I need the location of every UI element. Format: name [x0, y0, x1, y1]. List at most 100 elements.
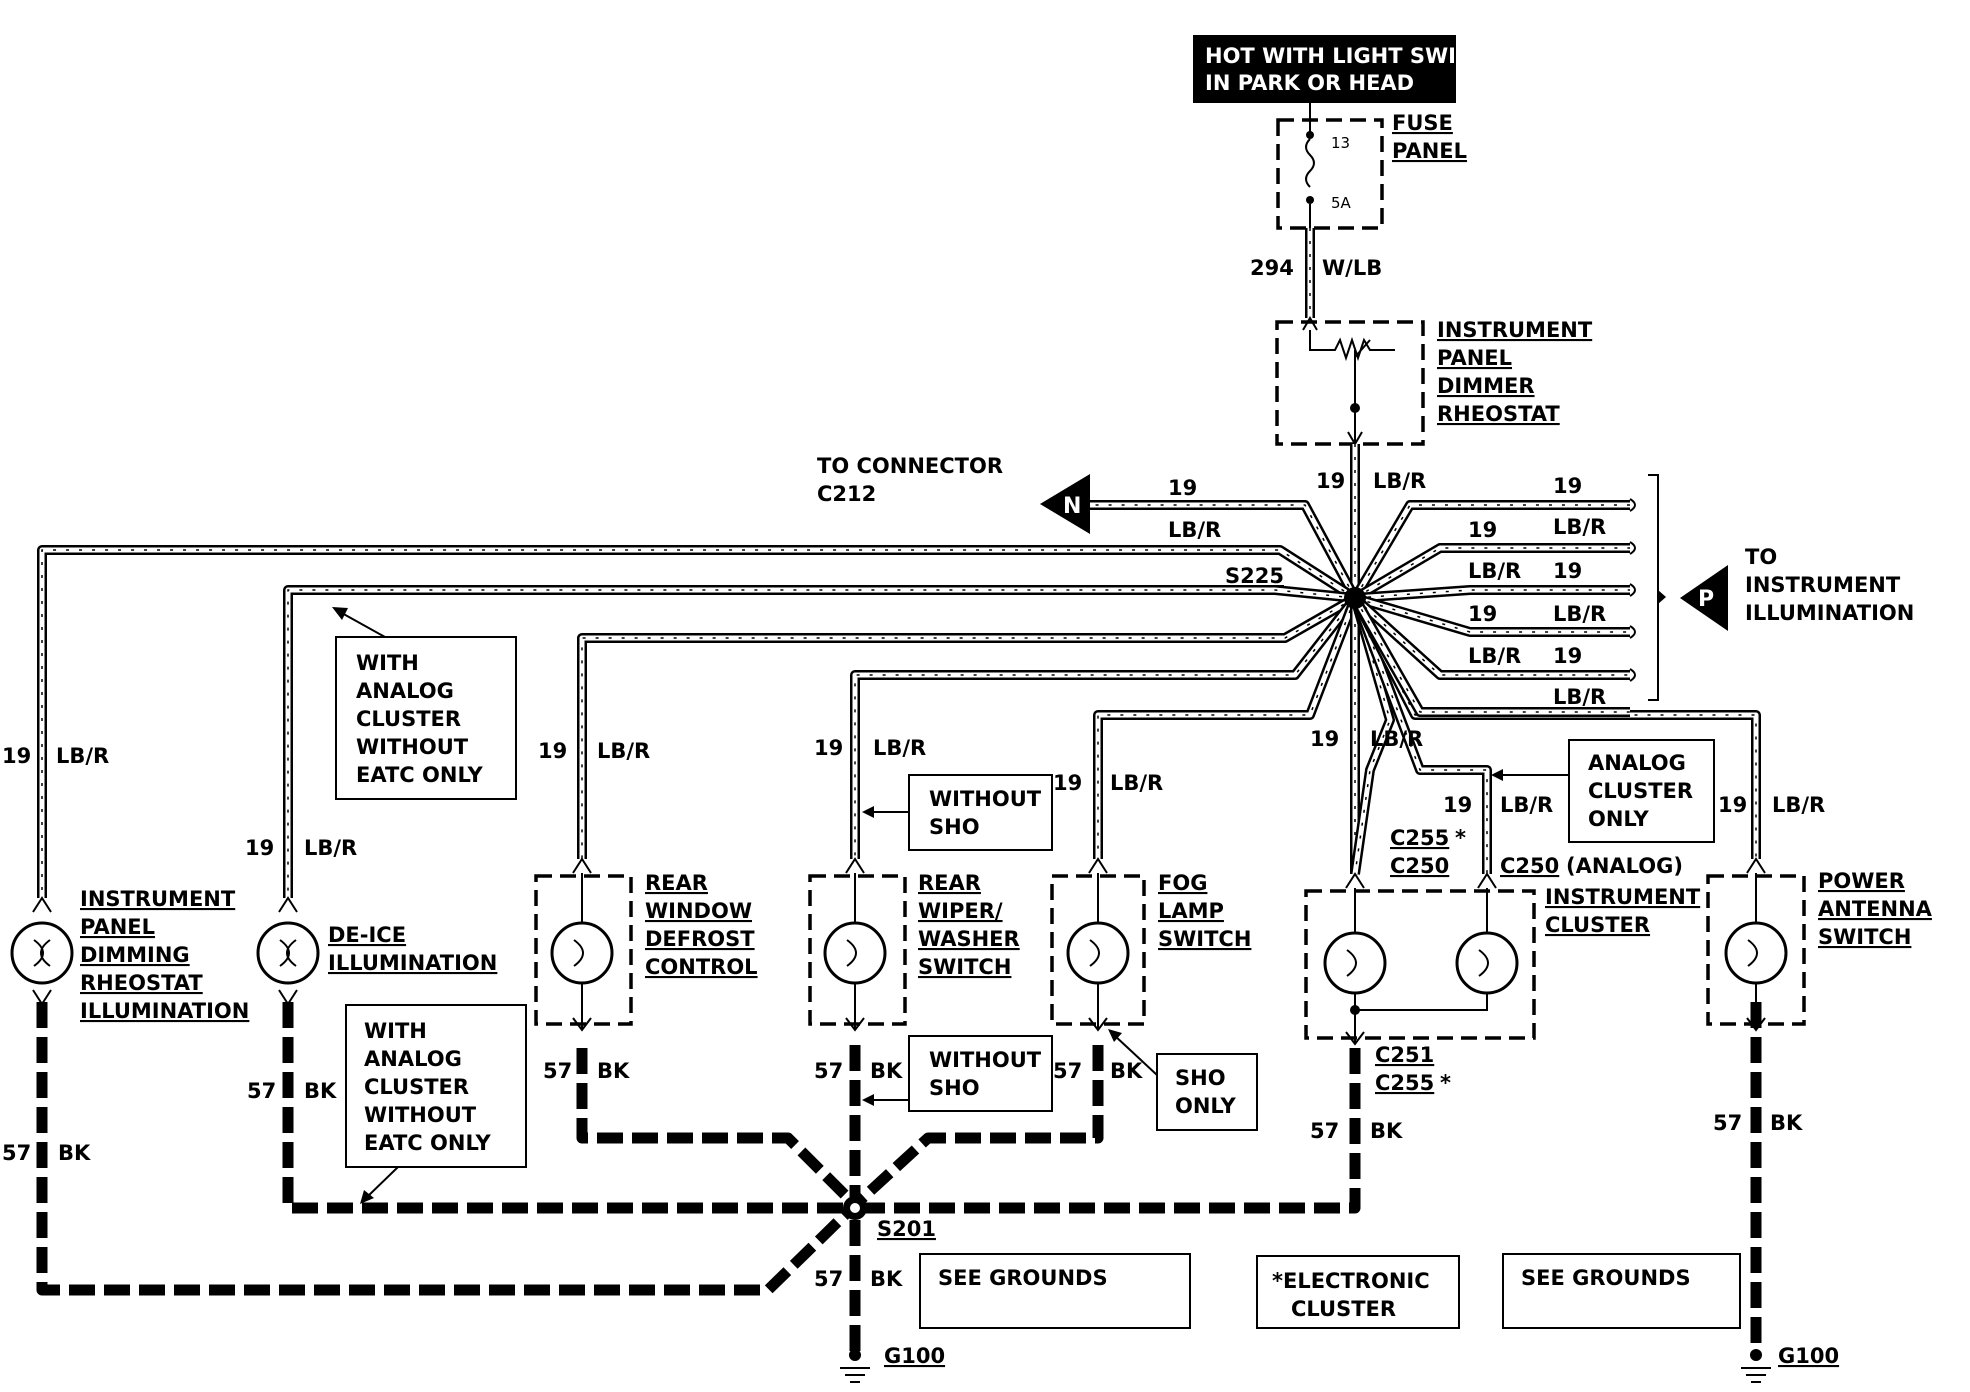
wire-p4-color: LB/R — [1553, 602, 1606, 626]
note-analog-top-4: WITHOUT — [356, 735, 469, 759]
wire-antenna-circuit: 19 — [1718, 793, 1747, 817]
note-aco-3: ONLY — [1588, 807, 1650, 831]
ground-right-label: G100 — [1778, 1344, 1839, 1368]
wire-end-curl-1 — [1629, 498, 1636, 512]
note-analog-top-3: CLUSTER — [356, 707, 461, 731]
wire-end-curl-3 — [1629, 583, 1636, 597]
wire-cluster-color: LB/R — [1370, 727, 1423, 751]
wire-p3-color: LB/R — [1468, 559, 1521, 583]
antenna-label-1: POWER — [1818, 869, 1905, 893]
wiper-label-2: WIPER/ — [918, 899, 1003, 923]
rear-defrost-switch — [534, 857, 633, 1032]
cluster-connector-labels: C255 * C250 C250 (ANALOG) C251 C255 * — [1375, 826, 1683, 1095]
wire-defrost-circuit: 19 — [538, 739, 567, 763]
ip-dimming-illumination-bulb — [10, 896, 74, 1006]
cluster-label-2: CLUSTER — [1545, 913, 1650, 937]
c255-bottom-star: * — [1440, 1071, 1451, 1095]
hot-note-line-1: HOT WITH LIGHT SWITCH — [1205, 44, 1503, 68]
ground-symbol-left: G100 — [840, 1344, 945, 1383]
wire-labels-top: 19 LB/R 19 LB/R 19 LB/R 19 LB/R 19 19 LB… — [1168, 469, 1606, 709]
wire-wiper-color: LB/R — [873, 736, 926, 760]
lb-r-wires — [37, 444, 1761, 898]
wire-cluster2-circuit: 19 — [1443, 793, 1472, 817]
wire-p3 — [1354, 585, 1630, 603]
see-grounds-1-text: SEE GROUNDS — [938, 1266, 1108, 1290]
wire-to-n — [1090, 500, 1360, 601]
connector-p: P TO INSTRUMENT ILLUMINATION — [1648, 474, 1914, 701]
fog-lamp-switch — [1050, 857, 1146, 1032]
note-analog-bottom-5: EATC ONLY — [364, 1131, 492, 1155]
hot-note: HOT WITH LIGHT SWITCH IN PARK OR HEAD — [1193, 35, 1503, 103]
dimmer-label-4: RHEOSTAT — [1437, 402, 1560, 426]
defrost-label-4: CONTROL — [645, 955, 758, 979]
ipd-label-4: RHEOSTAT — [80, 971, 203, 995]
wire-cluster-circuit: 19 — [1310, 727, 1339, 751]
dimmer-label-3: DIMMER — [1437, 374, 1535, 398]
rear-wiper-washer-switch — [808, 857, 907, 1032]
wire-trunk-color: LB/R — [1373, 469, 1426, 493]
fog-label-2: LAMP — [1158, 899, 1224, 923]
deice-illumination-bulb — [256, 896, 320, 1006]
ipd-label-2: PANEL — [80, 915, 155, 939]
connector-p-letter: P — [1698, 587, 1714, 612]
wire-294-circuit: 294 — [1250, 256, 1294, 280]
wire-p4 — [1353, 593, 1630, 637]
note-without-sho-bottom: WITHOUT SHO — [862, 1035, 1053, 1112]
ipd-label-1: INSTRUMENT — [80, 887, 236, 911]
ipd-label-5: ILLUMINATION — [80, 999, 249, 1023]
gnd-antenna-color: BK — [1770, 1111, 1803, 1135]
wire-fog-circuit: 19 — [1053, 771, 1082, 795]
gnd-defrost-circuit: 57 — [543, 1059, 572, 1083]
connector-p-text-2: INSTRUMENT — [1745, 573, 1901, 597]
note-analog-bottom-1: WITH — [364, 1019, 427, 1043]
wire-n-color: LB/R — [1168, 518, 1221, 542]
gnd-main-circuit: 57 — [814, 1267, 843, 1291]
wire-trunk-circuit: 19 — [1316, 469, 1345, 493]
wire-p5-color: LB/R — [1468, 644, 1521, 668]
c255-bottom: C255 — [1375, 1071, 1434, 1095]
gnd-cluster-circuit: 57 — [1310, 1119, 1339, 1143]
ip-dimming-illumination-label: INSTRUMENT PANEL DIMMING RHEOSTAT ILLUMI… — [80, 887, 249, 1023]
note-analog-top-5: EATC ONLY — [356, 763, 484, 787]
wire-to-cluster2 — [1350, 596, 1492, 874]
note-sho-only: SHO ONLY — [1108, 1029, 1258, 1131]
wire-p4-circuit: 19 — [1468, 602, 1497, 626]
wire-p5-circuit: 19 — [1553, 644, 1582, 668]
note-sho-only-2: ONLY — [1175, 1094, 1237, 1118]
gnd-deice-color: BK — [304, 1079, 337, 1103]
connector-n: N TO CONNECTOR C212 — [817, 454, 1090, 534]
wire-n-circuit: 19 — [1168, 476, 1197, 500]
dimmer-rheostat: INSTRUMENT PANEL DIMMER RHEOSTAT — [1275, 316, 1593, 446]
dimmer-label-2: PANEL — [1437, 346, 1512, 370]
wire-end-curl-2 — [1629, 541, 1636, 555]
ground-wires — [36, 1002, 1762, 1355]
gnd-defrost-color: BK — [597, 1059, 630, 1083]
wire-to-deice — [283, 585, 1356, 898]
note-analog-cluster-only: ANALOG CLUSTER ONLY — [1491, 739, 1715, 843]
wire-deice-color: LB/R — [304, 836, 357, 860]
wire-p1-circuit: 19 — [1553, 474, 1582, 498]
defrost-label-2: WINDOW — [645, 899, 752, 923]
hot-note-line-2: IN PARK OR HEAD — [1205, 71, 1414, 95]
defrost-label-3: DEFROST — [645, 927, 755, 951]
gnd-cluster-color: BK — [1370, 1119, 1403, 1143]
gnd-fog-color: BK — [1110, 1059, 1143, 1083]
gnd-ipd-circuit: 57 — [2, 1141, 31, 1165]
wire-to-defrost — [577, 593, 1358, 859]
cluster-label-1: INSTRUMENT — [1545, 885, 1701, 909]
connector-n-text-1: TO CONNECTOR — [817, 454, 1003, 478]
c255-top-star: * — [1455, 826, 1466, 850]
wire-to-cluster-analog — [1350, 596, 1395, 875]
gnd-ipd-color: BK — [58, 1141, 91, 1165]
gnd-deice-circuit: 57 — [247, 1079, 276, 1103]
gnd-fog-circuit: 57 — [1053, 1059, 1082, 1083]
note-wsho-top-2: SHO — [929, 815, 980, 839]
c250-left: C250 — [1390, 854, 1449, 878]
wire-labels-branches: 19 LB/R 19 LB/R 19 LB/R 19 LB/R 19 LB/R … — [2, 727, 1825, 860]
note-analog-bottom: WITH ANALOG CLUSTER WITHOUT EATC ONLY — [345, 1004, 527, 1204]
note-without-sho-top: WITHOUT SHO — [862, 774, 1053, 851]
c255-top: C255 — [1390, 826, 1449, 850]
wire-deice-circuit: 19 — [245, 836, 274, 860]
wiper-label-3: WASHER — [918, 927, 1020, 951]
